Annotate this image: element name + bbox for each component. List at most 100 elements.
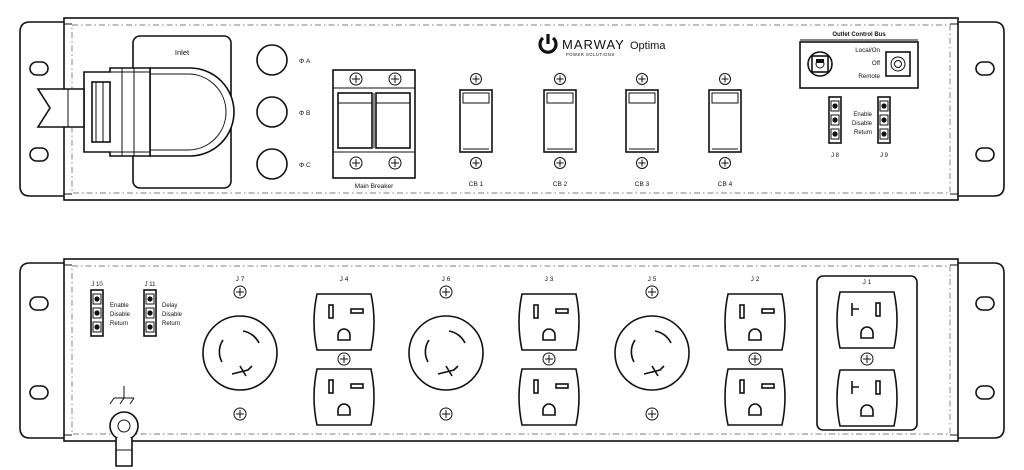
j8-pin-disable: Disable — [852, 121, 873, 127]
outlet-j4[interactable] — [313, 293, 375, 426]
inlet-plug-ring-inner — [150, 73, 227, 151]
rear-left-ear-slot-bottom — [29, 385, 49, 400]
j11-pin-disable: Disable — [162, 312, 183, 318]
cb3-label: CB 3 — [635, 181, 650, 188]
screw-icon — [233, 407, 247, 421]
front-panel: Inlet Φ A Φ B Φ C Main Breaker CB 1 — [19, 17, 1005, 201]
outlet-control-bus: Outlet Control Bus Local/On Off Remote — [799, 32, 919, 89]
brand-subtitle: POWER SOLUTIONS — [566, 52, 615, 57]
j10-label: J 10 — [91, 282, 103, 288]
inlet-plug-ring — [149, 67, 235, 157]
screw-icon — [470, 73, 482, 85]
screw-icon — [337, 352, 351, 366]
screw-icon — [636, 157, 648, 169]
rear-right-ear-slot-bottom — [975, 385, 995, 400]
screw-icon — [233, 285, 247, 299]
outlet-j5[interactable] — [614, 315, 690, 391]
rear-right-ear-slot-top — [975, 296, 995, 311]
breaker-cb2[interactable] — [543, 73, 577, 169]
screw-icon — [349, 72, 363, 86]
cb4-label: CB 4 — [718, 181, 733, 188]
breaker-cb1[interactable] — [459, 73, 493, 169]
inlet-label: Inlet — [175, 48, 190, 57]
rear-left-rack-ear — [19, 262, 64, 439]
front-right-ear-slot-top — [975, 61, 995, 76]
j9-label: J 9 — [880, 153, 889, 159]
power-logo-icon — [538, 34, 558, 54]
outlet-j6[interactable] — [408, 315, 484, 391]
j11-label: J 11 — [145, 282, 157, 288]
screw-icon — [860, 352, 874, 366]
front-left-rack-ear — [19, 21, 64, 197]
rear-faceplate — [63, 258, 959, 442]
phase-c-label: Φ C — [299, 162, 311, 169]
main-breaker[interactable] — [332, 69, 416, 179]
j11-pin-delay: Delay — [162, 303, 177, 309]
j1-label: J 1 — [863, 279, 872, 286]
j8-pin-return: Return — [854, 130, 872, 136]
screw-icon — [388, 72, 402, 86]
j10-pin-return: Return — [110, 321, 128, 327]
phase-b-label: Φ B — [299, 110, 310, 117]
screw-icon — [636, 73, 648, 85]
outlet-control-bus-title: Outlet Control Bus — [832, 32, 886, 38]
cb2-label: CB 2 — [553, 181, 568, 188]
connector-j10[interactable] — [90, 289, 104, 337]
screw-icon — [439, 407, 453, 421]
connector-j11[interactable] — [143, 289, 157, 337]
mode-off: Off — [872, 60, 880, 67]
phase-c-indicator — [256, 148, 288, 180]
j8-pin-enable: Enable — [853, 112, 872, 118]
j10-pin-disable: Disable — [110, 312, 131, 318]
rear-right-rack-ear — [958, 262, 1005, 439]
breaker-cb4[interactable] — [708, 73, 742, 169]
screw-icon — [439, 285, 453, 299]
marway-logo: MARWAY POWER SOLUTIONS — [538, 34, 625, 57]
screw-icon — [349, 156, 363, 170]
j4-label: J 4 — [340, 276, 349, 283]
inlet-cable — [36, 88, 85, 128]
phase-b-indicator — [256, 96, 288, 128]
ground-lug — [109, 386, 139, 467]
j11-pin-return: Return — [162, 321, 180, 327]
phase-a-label: Φ A — [299, 58, 311, 65]
j8-label: J 8 — [831, 153, 840, 159]
mode-key-switch[interactable] — [807, 51, 833, 77]
screw-icon — [542, 352, 556, 366]
screw-icon — [645, 285, 659, 299]
screw-icon — [554, 157, 566, 169]
screw-icon — [719, 73, 731, 85]
j2-label: J 2 — [751, 276, 760, 283]
front-left-ear-slot-bottom — [29, 147, 49, 162]
outlet-j7[interactable] — [202, 315, 278, 391]
breaker-cb3[interactable] — [625, 73, 659, 169]
mode-remote: Remote — [858, 73, 880, 80]
screw-icon — [554, 73, 566, 85]
outlet-j1[interactable] — [836, 291, 898, 427]
ground-symbol-icon — [109, 386, 135, 405]
connector-j8[interactable] — [828, 96, 842, 144]
j1-housing — [816, 275, 918, 431]
phase-a-indicator — [256, 44, 288, 76]
product-name: Optima — [630, 40, 666, 52]
main-breaker-label: Main Breaker — [355, 183, 394, 190]
rear-faceplate-inner — [71, 265, 951, 435]
j3-label: J 3 — [545, 276, 554, 283]
brand-name: MARWAY — [562, 37, 625, 52]
j6-label: J 6 — [442, 276, 451, 283]
mode-local-on: Local/On — [855, 47, 880, 54]
screw-icon — [470, 157, 482, 169]
rear-left-ear-slot-top — [29, 296, 49, 311]
outlet-j3[interactable] — [518, 293, 580, 426]
screw-icon — [748, 352, 762, 366]
front-left-ear-slot-top — [29, 61, 49, 76]
screw-icon — [719, 157, 731, 169]
remote-control-jack[interactable] — [885, 51, 911, 77]
j5-label: J 5 — [648, 276, 657, 283]
screw-icon — [645, 407, 659, 421]
connector-j9[interactable] — [877, 96, 891, 144]
j7-label: J 7 — [236, 276, 245, 283]
outlet-j2[interactable] — [724, 293, 786, 426]
screw-icon — [388, 156, 402, 170]
